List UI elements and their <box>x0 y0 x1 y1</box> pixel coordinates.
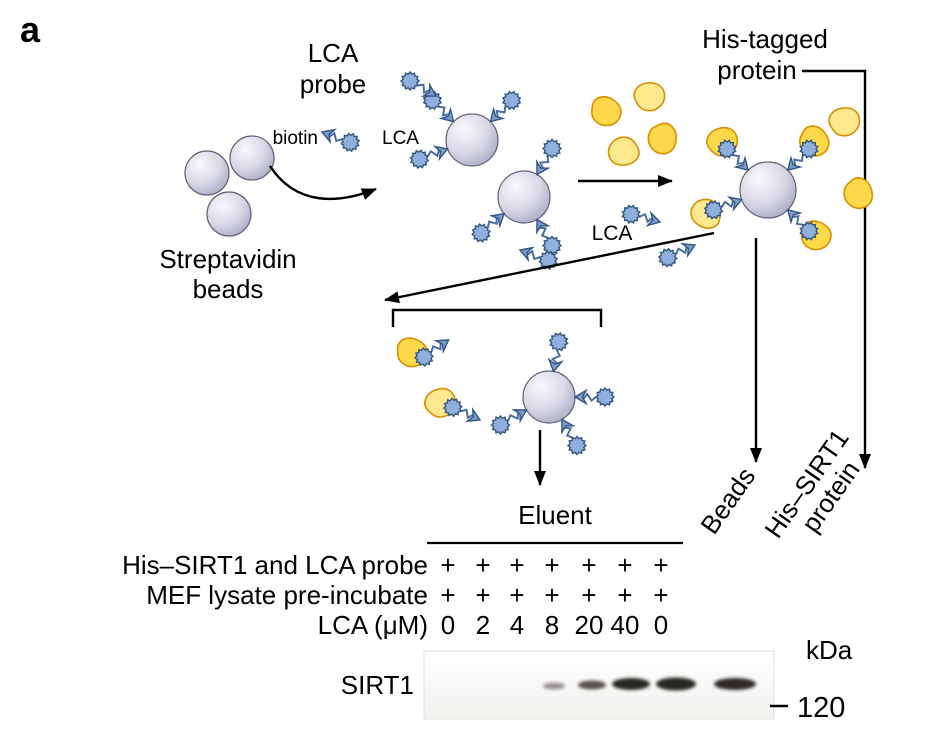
table-cell: 4 <box>510 610 524 640</box>
table-cell: + <box>617 580 632 610</box>
table-cell: + <box>653 580 668 610</box>
streptavidin-label-line2: beads <box>193 274 264 304</box>
blot-bands <box>543 677 756 691</box>
western-blot <box>423 650 775 720</box>
table-cell: 20 <box>575 610 604 640</box>
lca-probe-title-line2: probe <box>300 69 367 99</box>
arrow-beads-to-probe-beads <box>268 165 377 201</box>
blot-target-label: SIRT1 <box>341 670 414 700</box>
streptavidin-label-line1: Streptavidin <box>159 244 296 274</box>
panel-label: a <box>20 9 41 50</box>
kda-label: kDa <box>806 635 853 665</box>
probe-coated-bead <box>522 370 576 424</box>
condition-table: His–SIRT1 and LCA probe MEF lysate pre-i… <box>122 550 669 640</box>
table-cell: + <box>544 550 559 580</box>
blot-band <box>578 680 606 690</box>
his-protein <box>586 92 626 131</box>
blot-band <box>656 677 696 691</box>
his-protein <box>603 132 643 171</box>
his-sirt1-lane-label: His–SIRT1 protein <box>758 424 865 544</box>
streptavidin-bead <box>184 150 230 196</box>
table-cell: + <box>617 550 632 580</box>
table-cell: 0 <box>654 610 668 640</box>
lca-probe <box>420 88 460 128</box>
lca-probe <box>484 88 524 128</box>
table-cell: + <box>509 580 524 610</box>
probe-coated-bead <box>497 170 551 224</box>
lca-probe-icon <box>319 124 362 154</box>
table-cell: 2 <box>476 610 490 640</box>
arrow-elution <box>384 231 715 304</box>
blot-band <box>714 678 756 690</box>
lca-probe <box>545 331 569 373</box>
table-cell: 8 <box>545 610 559 640</box>
lca-probe <box>441 395 484 428</box>
biotin-label: biotin <box>273 128 318 149</box>
lca-probe-title-line1: LCA <box>308 38 359 68</box>
his-protein <box>825 102 865 141</box>
table-cell: + <box>653 550 668 580</box>
eluent-label: Eluent <box>518 500 592 530</box>
streptavidin-bead <box>229 135 275 181</box>
table-cell: + <box>509 550 524 580</box>
table-cell: + <box>440 550 455 580</box>
table-cell: + <box>475 550 490 580</box>
streptavidin-bead <box>206 191 252 237</box>
table-row-label: His–SIRT1 and LCA probe <box>122 550 428 580</box>
probe-coated-bead <box>445 113 499 167</box>
blot-band <box>612 678 650 690</box>
lca-probe-free <box>656 237 699 270</box>
table-cell: 40 <box>611 610 640 640</box>
marker-value: 120 <box>797 692 845 724</box>
probe-coated-bead <box>739 161 797 219</box>
table-cell: 0 <box>441 610 455 640</box>
his-tagged-label-line2: protein <box>717 55 797 85</box>
his-protein <box>645 120 680 157</box>
his-protein <box>837 172 879 215</box>
table-cell: + <box>581 550 596 580</box>
blot-band <box>543 682 565 690</box>
arrow-his-sirt1-protein-lane <box>802 69 871 469</box>
table-cell: + <box>581 580 596 610</box>
lca-end-label: LCA <box>382 128 419 149</box>
his-protein <box>630 78 669 115</box>
his-tagged-label-line1: His-tagged <box>702 24 828 54</box>
beads-lane-label: Beads <box>694 462 761 540</box>
table-row-label: MEF lysate pre-incubate <box>146 580 428 610</box>
table-row-label: LCA (μM) <box>318 610 428 640</box>
lca-probe <box>575 388 614 406</box>
bracket-eluted-species <box>391 308 603 327</box>
lca-probe <box>702 191 745 221</box>
table-cell: + <box>440 580 455 610</box>
table-cell: + <box>544 580 559 610</box>
table-cell: + <box>475 580 490 610</box>
lca-competitor-label: LCA <box>592 222 633 245</box>
